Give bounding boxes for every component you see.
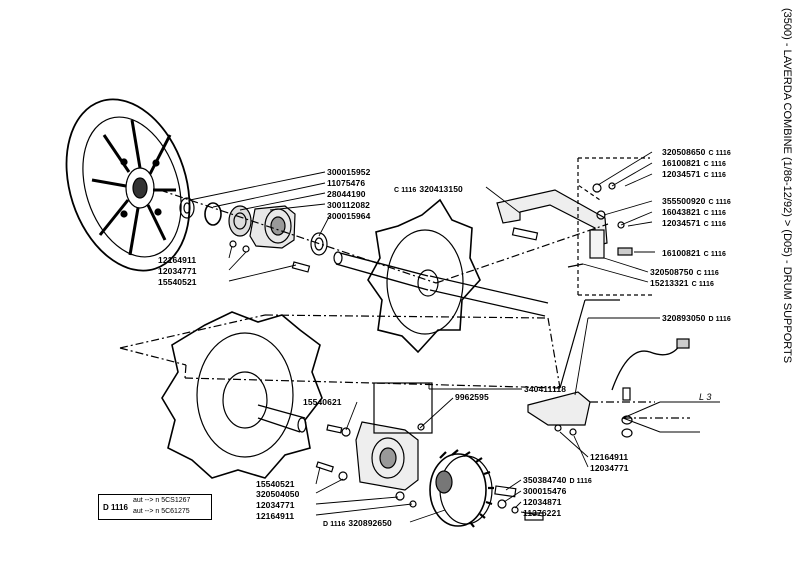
serial-legend-box: D 1116 aut --> n 5CS1267 aut --> n 5C612… [98,494,212,520]
page-title: (3500) - LAVERDA COMBINE (1/86-12/92) > … [781,8,793,364]
part-label-11075476: 11075476 [327,178,366,188]
part-label-12034771-upper: 12034771 [158,266,197,276]
part-label-300015952: 300015952 [327,167,371,177]
part-label-9962595: 9962595 [455,392,489,402]
lower-bearing-housing [315,382,433,508]
part-label-15540521-upper: 15540521 [158,277,197,287]
part-label-12164911-upper: 12164911 [158,255,197,265]
part-label-340411118: 340411118 [524,384,567,394]
part-label-12034871: 12034871 [523,497,562,507]
part-label-12164911-lower: 12164911 [590,452,629,462]
part-label-15540621: 15540621 [303,397,342,407]
assembly-guide-lines [119,189,690,419]
part-label-12034771-lower: 12034771 [590,463,629,473]
part-label-11376221: 11376221 [523,508,562,518]
legend-code: D 1116 [103,503,128,512]
upper-right-bracket [496,157,655,296]
l3-label: L 3 [699,392,712,402]
sprocket-wheel [429,449,544,528]
legend-row-2: aut --> n 5C61275 [133,508,190,515]
legend-row-1: aut --> n 5CS1267 [133,497,191,504]
part-label-300015964: 300015964 [327,211,371,221]
center-drum-flange [333,198,549,354]
part-label-28044190: 28044190 [327,189,366,199]
upper-drum-disc [65,98,191,272]
part-label-300015476: 300015476 [523,486,567,496]
l3-arrow [622,401,720,433]
part-label-12164911-bottom: 12164911 [256,511,295,521]
part-label-12034771-bottom: 12034771 [256,500,295,510]
part-label-320504050: 320504050 [256,489,300,499]
leader-lines [189,151,660,523]
part-label-300112082: 300112082 [327,200,370,210]
upper-bearing-assembly [179,197,328,273]
lower-drum-flange [161,311,323,479]
part-label-15540521-lower: 15540521 [256,479,295,489]
